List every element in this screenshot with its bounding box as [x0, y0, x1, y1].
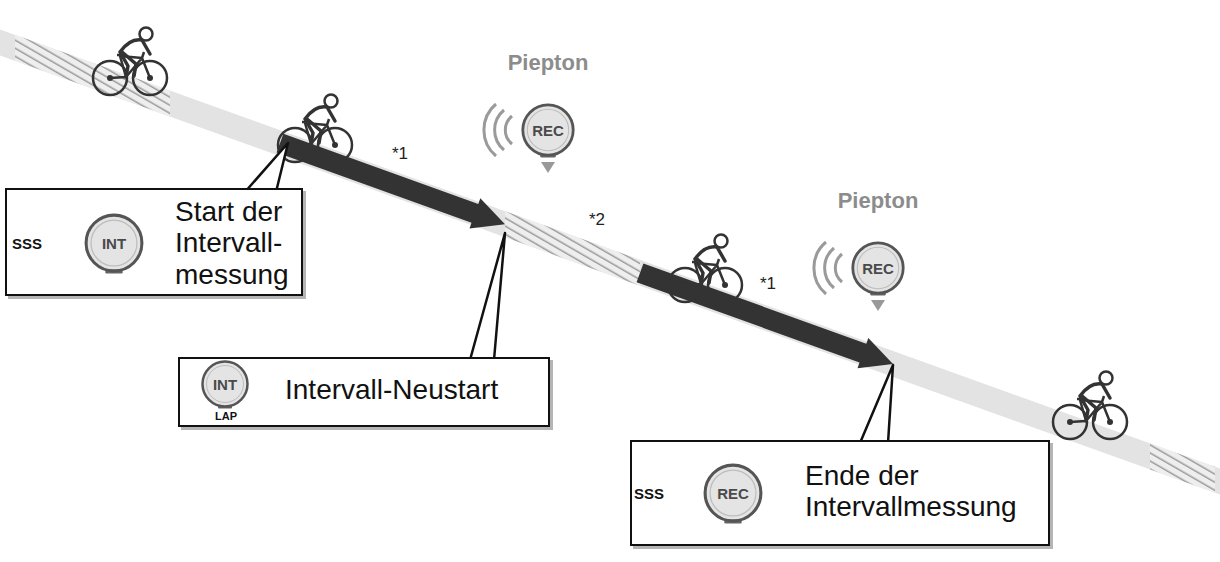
footnote-mark: *1 — [392, 144, 408, 164]
recovery-hatch — [505, 211, 640, 286]
press-hint: SSS — [12, 235, 42, 252]
cyclist — [93, 28, 167, 96]
callout-box: Start der Intervall- messung INT — [5, 188, 303, 296]
callout-tail — [245, 143, 288, 192]
press-hint: SSS — [634, 485, 664, 502]
footnote-mark: *2 — [589, 210, 605, 230]
button-label: REC — [520, 102, 576, 158]
road-band — [0, 26, 1220, 498]
button-circle: INT — [83, 212, 145, 274]
callout-box: Ende der Intervallmessung REC — [630, 440, 1050, 546]
button-label: INT — [200, 359, 250, 409]
button-label: REC — [850, 240, 906, 296]
callout-text: Start der Intervall- messung — [175, 196, 301, 290]
pointer-triangle — [541, 162, 555, 173]
callout-text: Ende der Intervallmessung — [805, 460, 1045, 523]
sound-waves — [814, 242, 842, 294]
button-label: REC — [702, 462, 764, 524]
button-circle: REC — [702, 462, 764, 524]
pointer-triangle — [871, 300, 885, 311]
callout-tail — [860, 365, 893, 443]
sound-waves — [484, 104, 512, 156]
cyclist — [668, 235, 742, 303]
footnote-mark: *1 — [760, 274, 776, 294]
callout-tail — [470, 233, 505, 360]
beep-label: Piepton — [488, 50, 608, 76]
button-label: INT — [83, 212, 145, 274]
beep-label: Piepton — [818, 188, 938, 214]
button-circle: PieptonREC — [520, 102, 576, 158]
button-circle: PieptonREC — [850, 240, 906, 296]
callout-text: Intervall-Neustart — [285, 374, 540, 405]
cyclist — [1053, 372, 1127, 440]
road-hatch — [1150, 443, 1215, 492]
button-circle: INT — [200, 359, 250, 409]
cyclist — [278, 95, 352, 163]
button-name: LAP — [211, 410, 241, 422]
